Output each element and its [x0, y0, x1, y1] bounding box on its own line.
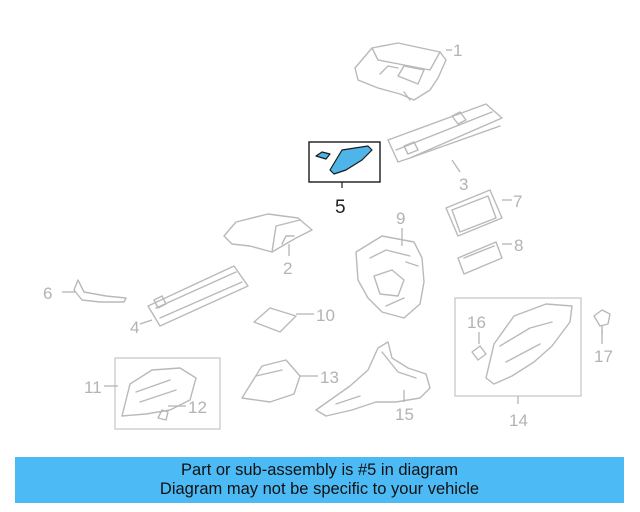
- part-6-trim-strip[interactable]: [73, 279, 127, 303]
- callout-8[interactable]: 8: [514, 236, 523, 255]
- callout-13[interactable]: 13: [320, 368, 339, 387]
- part-16-clip[interactable]: [471, 345, 487, 361]
- banner-line-2: Diagram may not be specific to your vehi…: [159, 480, 480, 498]
- part-5-trim-cover[interactable]: [315, 145, 373, 175]
- part-14-console-side[interactable]: [485, 303, 573, 385]
- callout-4[interactable]: 4: [130, 318, 139, 337]
- part-1-vent-bezel[interactable]: [354, 42, 447, 101]
- callout-6[interactable]: 6: [43, 284, 52, 303]
- part-12-clip[interactable]: [157, 409, 169, 421]
- leader-3: [451, 159, 461, 173]
- callout-7[interactable]: 7: [513, 192, 522, 211]
- callout-11[interactable]: 11: [84, 378, 102, 397]
- part-15-side-trim[interactable]: [315, 341, 431, 417]
- leader-4: [139, 319, 153, 325]
- callout-1[interactable]: 1: [453, 41, 462, 60]
- callout-10[interactable]: 10: [316, 306, 335, 325]
- callout-17[interactable]: 17: [594, 347, 613, 366]
- callout-9[interactable]: 9: [396, 209, 405, 228]
- part-9-console-bracket[interactable]: [355, 235, 425, 319]
- callout-5[interactable]: 5: [335, 197, 346, 218]
- part-13-storage-bin[interactable]: [241, 359, 301, 403]
- part-11-side-panel[interactable]: [121, 367, 197, 417]
- info-banner: Part or sub-assembly is #5 in diagram Di…: [15, 457, 624, 503]
- callout-14[interactable]: 14: [509, 411, 528, 430]
- part-3-dash-trim[interactable]: [387, 103, 503, 163]
- part-11-group-frame: [114, 357, 221, 430]
- callout-16[interactable]: 16: [467, 313, 486, 332]
- banner-line-1: Part or sub-assembly is #5 in diagram: [181, 461, 458, 479]
- part-17-fastener[interactable]: [593, 309, 611, 335]
- part-10-pad[interactable]: [253, 307, 297, 333]
- part-4-lower-panel[interactable]: [147, 265, 249, 327]
- callout-3[interactable]: 3: [459, 175, 468, 194]
- callout-2[interactable]: 2: [283, 259, 292, 278]
- part-2-lower-cover[interactable]: [223, 213, 313, 253]
- part-7-panel-frame[interactable]: [445, 189, 503, 237]
- part-8-small-panel[interactable]: [457, 241, 503, 275]
- callout-15[interactable]: 15: [395, 405, 414, 424]
- callout-12[interactable]: 12: [188, 398, 207, 417]
